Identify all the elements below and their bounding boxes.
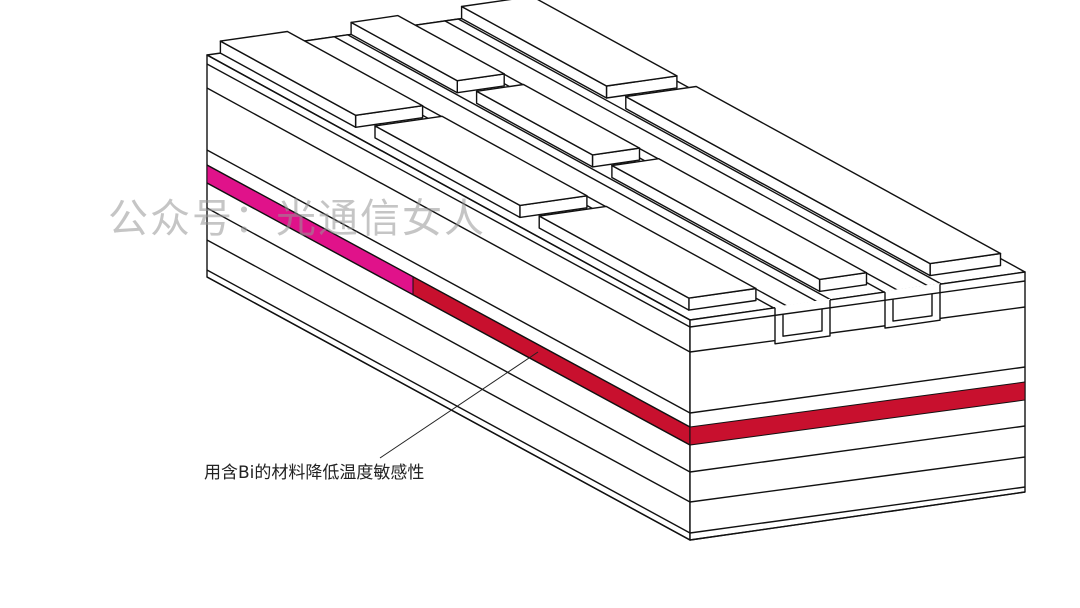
side-layer-line bbox=[206, 87, 691, 353]
watermark: 公众号：光通信女人 bbox=[108, 196, 486, 242]
bi-layer-annotation: 用含Bi的材料降低温度敏感性 bbox=[204, 463, 425, 483]
front-trench-outline bbox=[884, 284, 941, 329]
bi-layer-front bbox=[689, 381, 1026, 446]
trench-wall bbox=[444, 20, 929, 287]
pad-top bbox=[538, 205, 757, 299]
side-layer-line bbox=[206, 164, 691, 428]
pad-top bbox=[611, 157, 868, 281]
side-layer-line bbox=[206, 63, 691, 328]
pad-top bbox=[219, 30, 424, 117]
side-layer-line bbox=[206, 54, 691, 321]
front-trench-outline bbox=[774, 299, 831, 345]
side-layer-line bbox=[206, 182, 691, 446]
front-layer-line bbox=[689, 366, 1026, 414]
side-layer-line bbox=[206, 207, 691, 473]
side-layer-line bbox=[206, 269, 691, 534]
front-layer-line bbox=[689, 306, 1026, 353]
front-layer-line bbox=[689, 486, 1026, 534]
pad-top bbox=[374, 115, 588, 207]
front-trench-inner bbox=[782, 308, 823, 337]
pad-top bbox=[475, 83, 641, 156]
front-layer-line bbox=[689, 425, 1026, 473]
side-layer-line bbox=[206, 239, 691, 503]
front-layer-line bbox=[689, 280, 1026, 328]
pad-top bbox=[625, 85, 1002, 265]
side-layer-line bbox=[206, 149, 691, 414]
front-layer-line bbox=[689, 456, 1026, 503]
side-layer-line bbox=[206, 276, 691, 541]
front-trench-inner bbox=[892, 293, 933, 322]
annotation-leader-line bbox=[379, 351, 539, 459]
trench-wall bbox=[333, 36, 818, 303]
pad-top bbox=[460, 0, 678, 87]
pad-top bbox=[350, 14, 505, 82]
front-layer-line bbox=[689, 491, 1026, 541]
